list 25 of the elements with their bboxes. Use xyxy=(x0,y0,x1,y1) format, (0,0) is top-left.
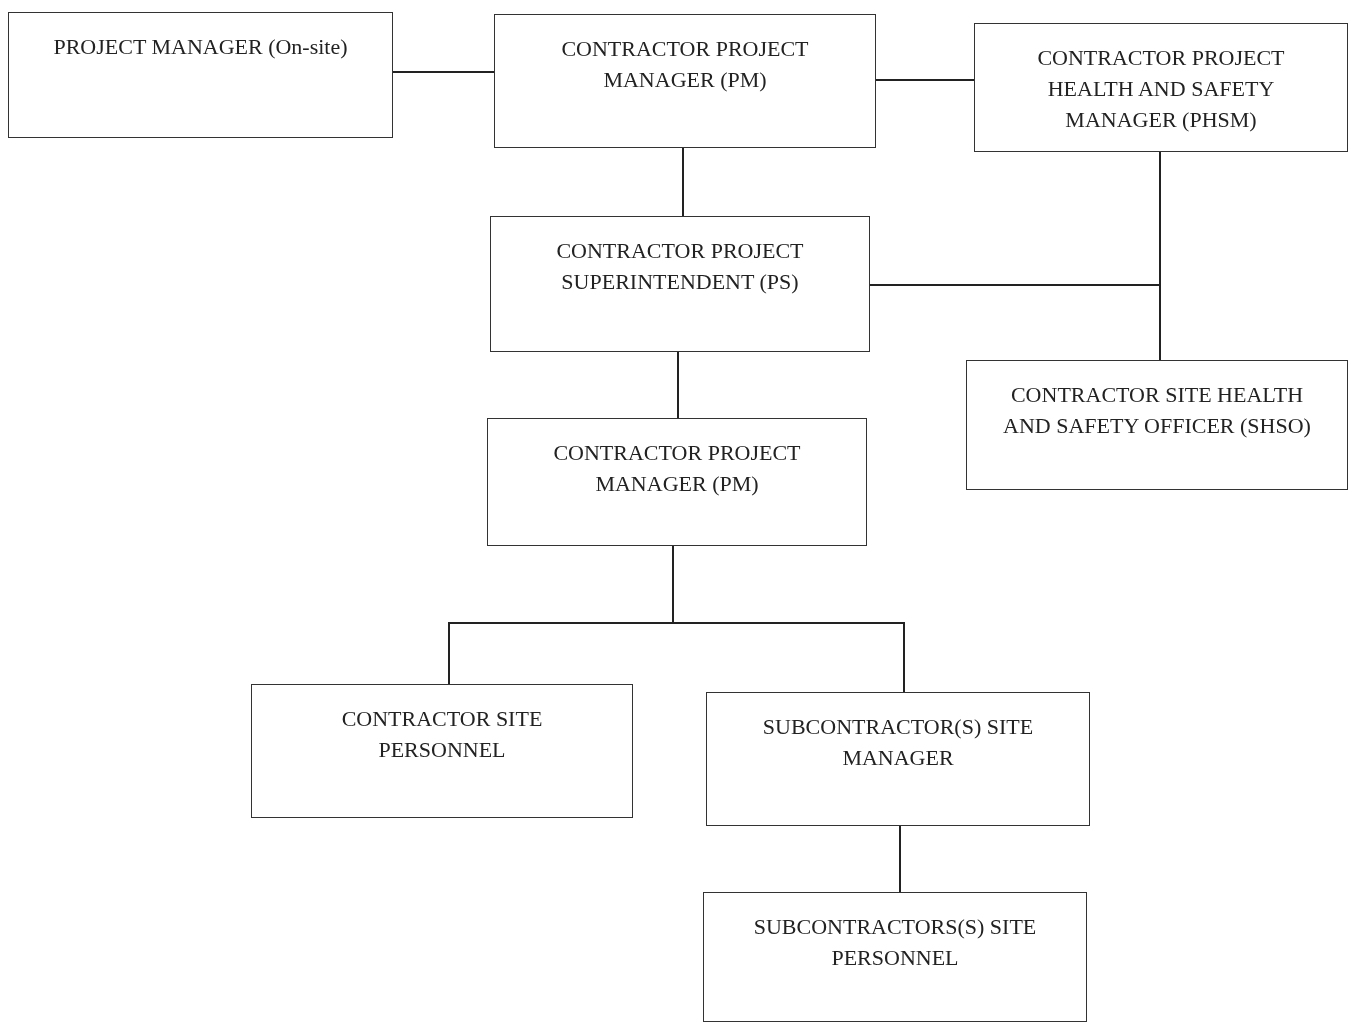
role-title: CONTRACTOR SITE HEALTH AND SAFETY OFFICER (SHSO) xyxy=(1002,381,1312,440)
role-title: SUBCONTRACTOR(S) SITE MANAGER xyxy=(761,713,1035,772)
role-title: CONTRACTOR PROJECT MANAGER (PM) xyxy=(560,35,810,94)
role-box xyxy=(706,692,1090,826)
role-box xyxy=(8,12,393,138)
role-title: SUBCONTRACTORS(S) SITE PERSONNEL xyxy=(752,913,1038,972)
role-title: PROJECT MANAGER (On-site) xyxy=(53,33,348,61)
connector-line xyxy=(869,284,1161,361)
connector-line xyxy=(677,351,679,419)
role-title: CONTRACTOR SITE PERSONNEL xyxy=(340,705,544,764)
role-box xyxy=(974,23,1348,152)
connector-line xyxy=(392,71,495,73)
connector-line xyxy=(682,147,684,217)
role-box xyxy=(494,14,876,148)
role-title: CONTRACTOR PROJECT HEALTH AND SAFETY MANAGER (PHSM) xyxy=(1036,44,1286,134)
connector-line xyxy=(672,545,905,693)
role-box xyxy=(490,216,870,352)
connector-line xyxy=(875,79,975,81)
role-box xyxy=(703,892,1087,1022)
role-box xyxy=(251,684,633,818)
role-box xyxy=(487,418,867,546)
role-box xyxy=(966,360,1348,490)
role-title: CONTRACTOR PROJECT SUPERINTENDENT (PS) xyxy=(555,237,805,296)
role-title: CONTRACTOR PROJECT MANAGER (PM) xyxy=(552,439,802,498)
connector-line xyxy=(899,825,901,893)
